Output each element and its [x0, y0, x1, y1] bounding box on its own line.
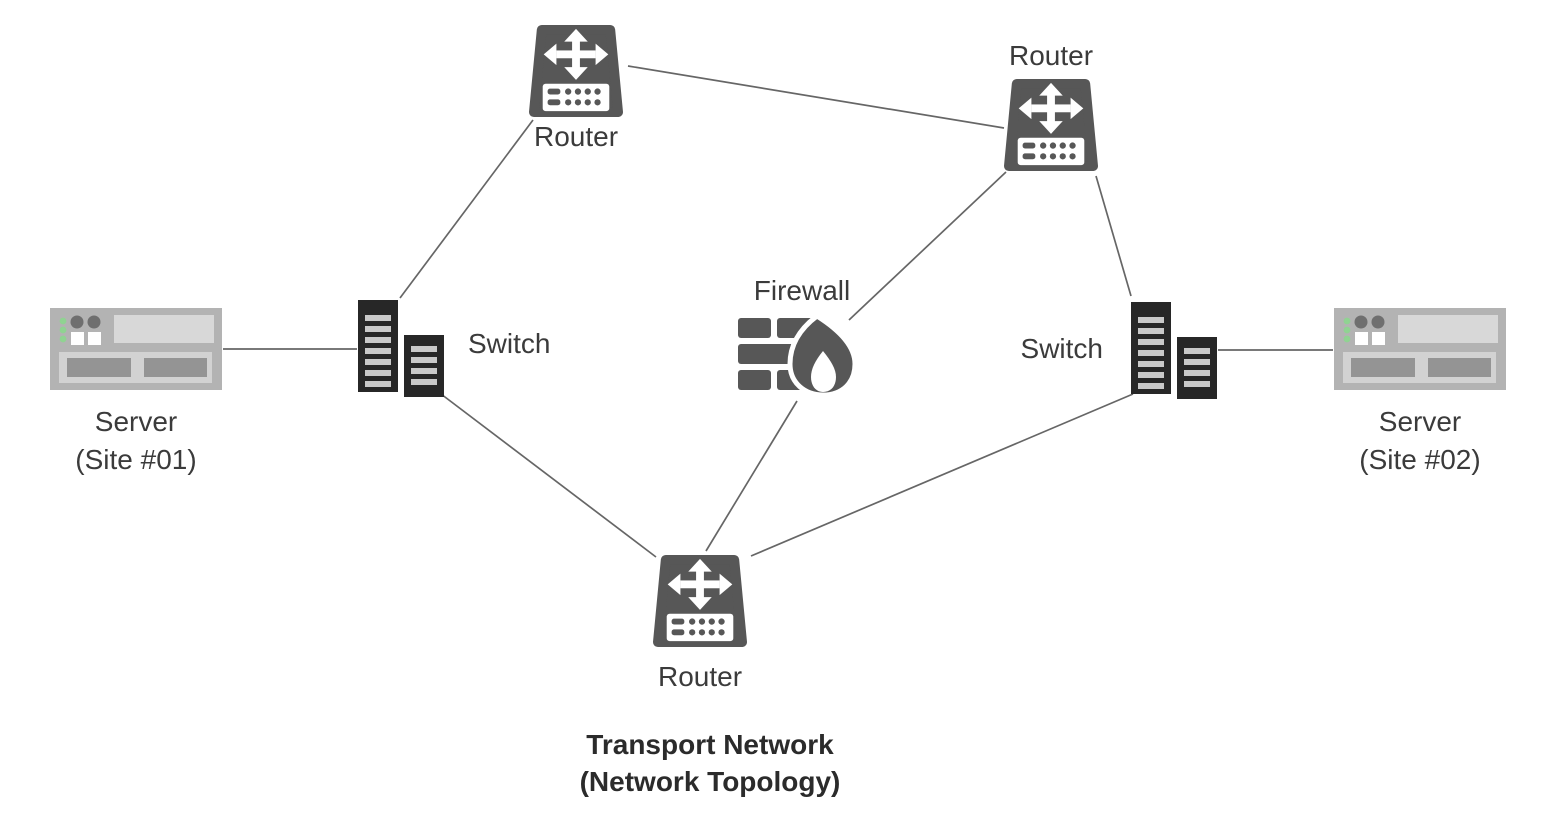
firewall-icon	[737, 315, 867, 397]
node-label: Server (Site #02)	[1359, 403, 1480, 479]
edge-switch-left--router-top-left	[399, 119, 534, 299]
edge-router-top-right--firewall	[848, 171, 1007, 321]
edge-router-top-left--router-top-right	[627, 65, 1005, 129]
edge-firewall--router-bottom	[705, 400, 798, 552]
node-server-site-02[interactable]: Server (Site #02)	[1334, 308, 1506, 475]
server-sublabel: (Site #01)	[75, 444, 197, 475]
node-label: Firewall	[753, 275, 851, 306]
server-label: Server	[94, 406, 178, 437]
diagram-title-line1: Transport Network	[586, 729, 834, 760]
node-firewall[interactable]: Firewall	[737, 276, 867, 397]
server-icon	[1334, 308, 1506, 390]
switch-icon	[358, 300, 444, 397]
node-router-bottom[interactable]: Router	[653, 554, 747, 692]
diagram-title: Transport Network (Network Topology)	[470, 726, 950, 800]
switch-icon	[1131, 302, 1217, 399]
node-label: Router	[1008, 40, 1094, 71]
node-router-top-right[interactable]: Router	[1004, 41, 1098, 172]
node-label: Server (Site #01)	[75, 403, 196, 479]
node-label: Router	[657, 661, 743, 692]
server-label: Server	[1378, 406, 1462, 437]
diagram-title-line2: (Network Topology)	[579, 766, 841, 797]
edge-router-top-right--switch-right	[1095, 175, 1132, 297]
edge-switch-left--router-bottom	[440, 393, 657, 558]
node-router-top-left[interactable]: Router	[529, 24, 623, 152]
router-icon	[1004, 78, 1098, 172]
node-switch-left[interactable]: Switch	[358, 300, 550, 397]
edge-router-bottom--switch-right	[750, 393, 1134, 557]
node-server-site-01[interactable]: Server (Site #01)	[50, 308, 222, 475]
router-icon	[653, 554, 747, 648]
router-icon	[529, 24, 623, 118]
node-label: Switch	[1020, 333, 1103, 364]
node-label: Router	[533, 121, 619, 152]
node-switch-right[interactable]: Switch	[1021, 302, 1217, 399]
node-label: Switch	[468, 328, 551, 359]
server-icon	[50, 308, 222, 390]
server-sublabel: (Site #02)	[1359, 444, 1481, 475]
